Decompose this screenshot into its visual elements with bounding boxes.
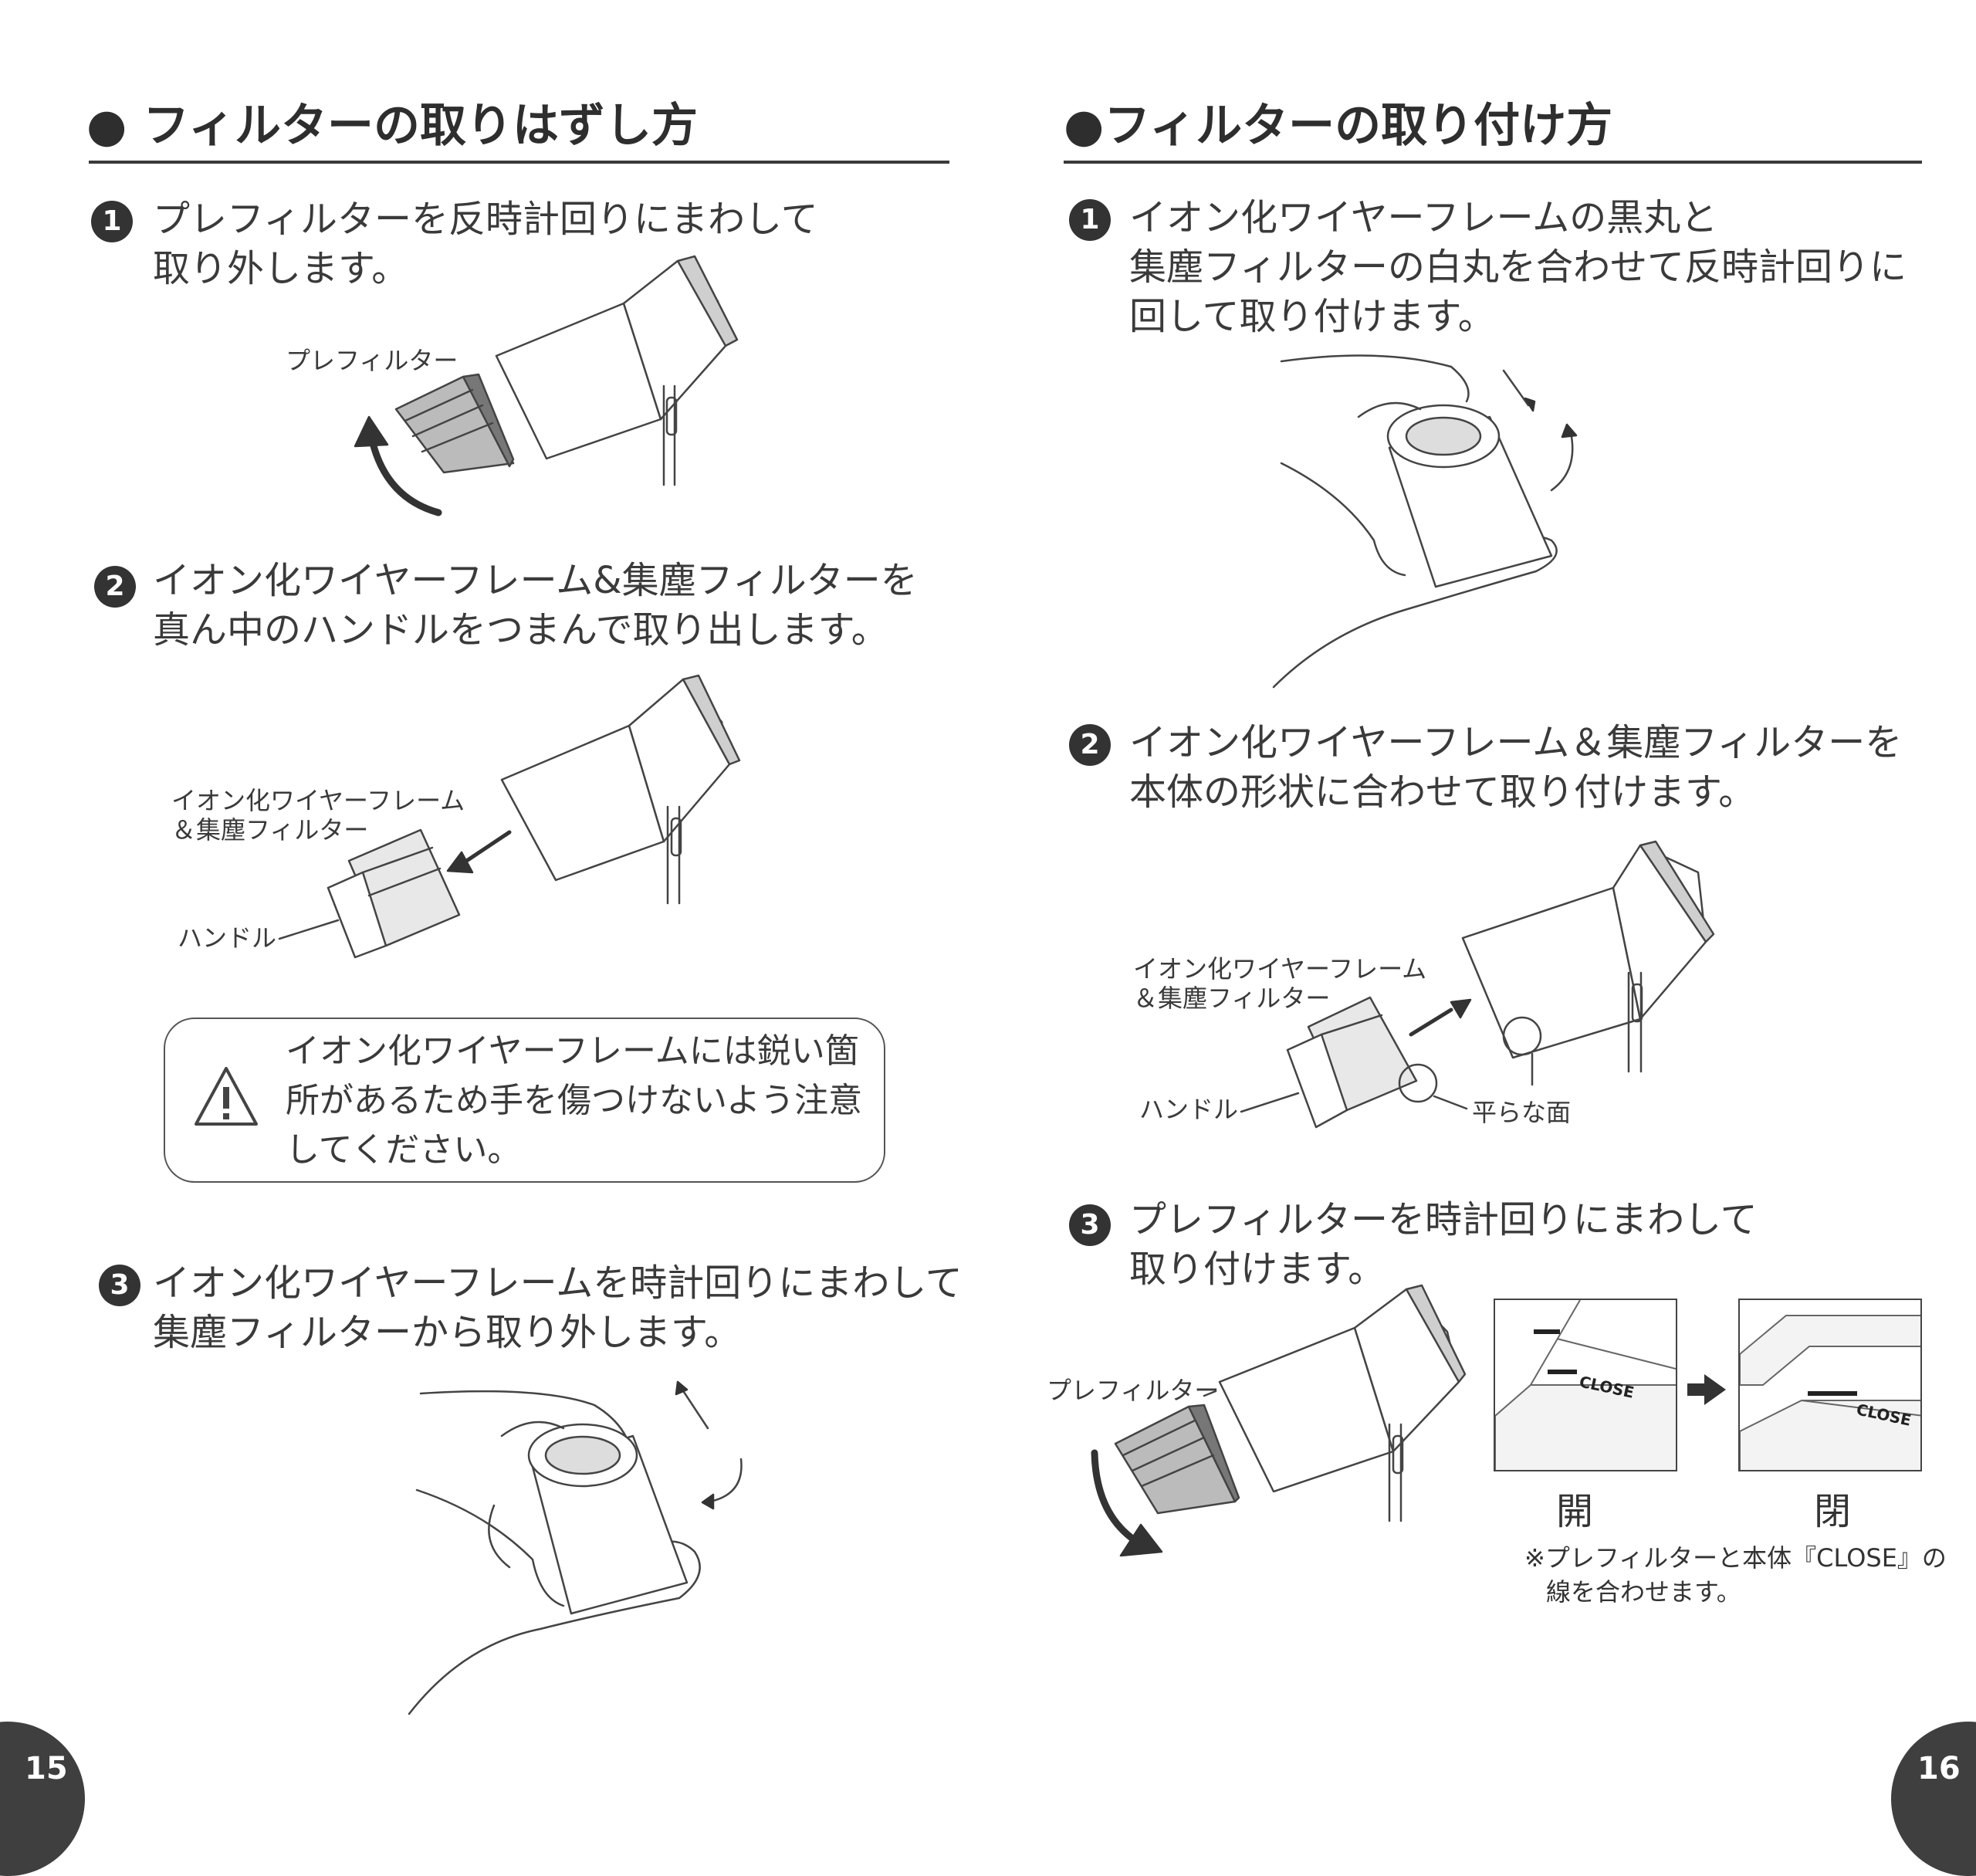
right-frame-label-2: ＆集塵フィルター	[1133, 984, 1331, 1013]
left-step1-purifier-illustration	[394, 255, 739, 486]
illustrations	[278, 255, 1715, 1715]
right-prefilter-leader	[1203, 1390, 1217, 1397]
left-step-3-line-1: イオン化ワイヤーフレームを時計回りにまわして	[153, 1261, 963, 1305]
left-step3-hands-illustration	[408, 1390, 701, 1715]
left-frame-label-1: イオン化ワイヤーフレーム	[171, 786, 465, 815]
left-step2-arrow-shaft	[461, 830, 512, 865]
right-step1-arrow-down	[1502, 369, 1530, 407]
left-prefilter-label: プレフィルター	[286, 346, 458, 375]
left-step-1-number: 1	[91, 201, 133, 242]
right-frame-label-1: イオン化ワイヤーフレーム	[1133, 954, 1427, 984]
flat-surface-label: 平らな面	[1472, 1098, 1572, 1127]
left-step2-purifier-illustration	[327, 674, 741, 959]
left-step3-arrowhead-curve	[701, 1493, 715, 1510]
caution-line-1: イオン化ワイヤーフレームには鋭い箇	[286, 1031, 859, 1071]
right-step-2-line-1: イオン化ワイヤーフレーム＆集塵フィルターを	[1129, 721, 1903, 764]
open-detail-box: CLOSE	[1494, 1299, 1677, 1471]
right-title-rule	[1064, 161, 1922, 164]
left-handle-label: ハンドル	[178, 923, 277, 953]
caution-box	[164, 1018, 885, 1183]
page-number-right: 16	[1917, 1751, 1961, 1786]
left-step1-arrowhead	[354, 415, 389, 448]
left-step3-arrow-up	[681, 1388, 709, 1430]
flat-surface-leader-a	[1433, 1095, 1468, 1110]
note-text: ※プレフィルターと本体『CLOSE』の 線を合わせます。	[1524, 1541, 1947, 1609]
page-number-left: 15	[25, 1751, 68, 1786]
right-step-1-number: 1	[1069, 199, 1111, 241]
right-step-3-number: 3	[1069, 1204, 1111, 1246]
left-handle-leader	[278, 919, 340, 940]
caution-text: イオン化ワイヤーフレームには鋭い箇 所があるため手を傷つけないよう注意 してくだ…	[286, 1027, 862, 1175]
right-step2-arrow-shaft	[1409, 1007, 1453, 1037]
right-step2-arrowhead	[1450, 998, 1472, 1019]
right-step-2-line-2: 本体の形状に合わせて取り付けます。	[1129, 770, 1756, 814]
left-step3-arrow-curve	[709, 1458, 743, 1503]
note-line-1: ※プレフィルターと本体『CLOSE』の	[1524, 1543, 1947, 1573]
left-step2-arrowhead	[446, 851, 474, 874]
left-step-2-line-2: 真ん中のハンドルをつまんで取り出します。	[153, 608, 888, 652]
left-step-2-number: 2	[94, 566, 136, 608]
right-handle-leader	[1240, 1092, 1300, 1113]
left-frame-label-2: ＆集塵フィルター	[171, 815, 369, 845]
right-step-3-line-2: 取り付けます。	[1129, 1248, 1386, 1291]
left-step1-rotate-arrow	[368, 436, 442, 516]
left-title-rule	[89, 161, 949, 164]
warning-triangle-icon	[193, 1065, 259, 1127]
right-page-title: ●フィルターの取り付け方	[1064, 99, 1613, 153]
left-step-2-line-1: イオン化ワイヤーフレーム&集塵フィルターを	[153, 559, 918, 602]
arrow-right-icon	[1687, 1374, 1726, 1405]
right-step3-purifier-illustration	[1114, 1284, 1467, 1522]
caution-line-2: 所があるため手を傷つけないよう注意	[286, 1081, 863, 1120]
left-step-3-number: 3	[99, 1265, 140, 1306]
right-step1-arrow-curve	[1550, 431, 1574, 492]
right-step-2-number: 2	[1069, 724, 1111, 766]
right-step1-arrowhead-curve	[1561, 423, 1578, 439]
right-step1-arrowhead-down	[1524, 397, 1536, 412]
left-step3-arrowhead-up	[675, 1380, 689, 1396]
open-label: 開	[1556, 1490, 1594, 1533]
right-step-1-line-3: 回して取り付けます。	[1129, 295, 1495, 338]
left-step-3-line-2: 集塵フィルターから取り外します。	[153, 1311, 742, 1354]
right-prefilter-label: プレフィルター	[1047, 1376, 1220, 1405]
closed-label: 閉	[1814, 1490, 1852, 1533]
right-step-1-line-1: イオン化ワイヤーフレームの黒丸と	[1129, 196, 1718, 239]
closed-detail-box: CLOSE	[1738, 1299, 1922, 1471]
right-handle-label: ハンドル	[1139, 1095, 1239, 1124]
caution-line-3: してください。	[286, 1130, 522, 1170]
right-step3-rotate-arrow	[1091, 1449, 1139, 1544]
left-step-1-line-2: 取り外します。	[153, 247, 409, 290]
right-step-3-line-1: プレフィルターを時計回りにまわして	[1129, 1198, 1758, 1241]
left-page-title: ● フィルターの取りはずし方	[86, 99, 699, 153]
right-step3-arrowhead	[1119, 1523, 1163, 1557]
right-step2-purifier-illustration	[1286, 840, 1715, 1129]
right-step-1-line-2: 集塵フィルターの白丸を合わせて反時計回りに	[1129, 246, 1907, 289]
note-line-2: 線を合わせます。	[1546, 1577, 1741, 1607]
right-step1-hands-illustration	[1272, 354, 1558, 689]
left-step-1-line-1: プレフィルターを反時計回りにまわして	[153, 198, 818, 241]
